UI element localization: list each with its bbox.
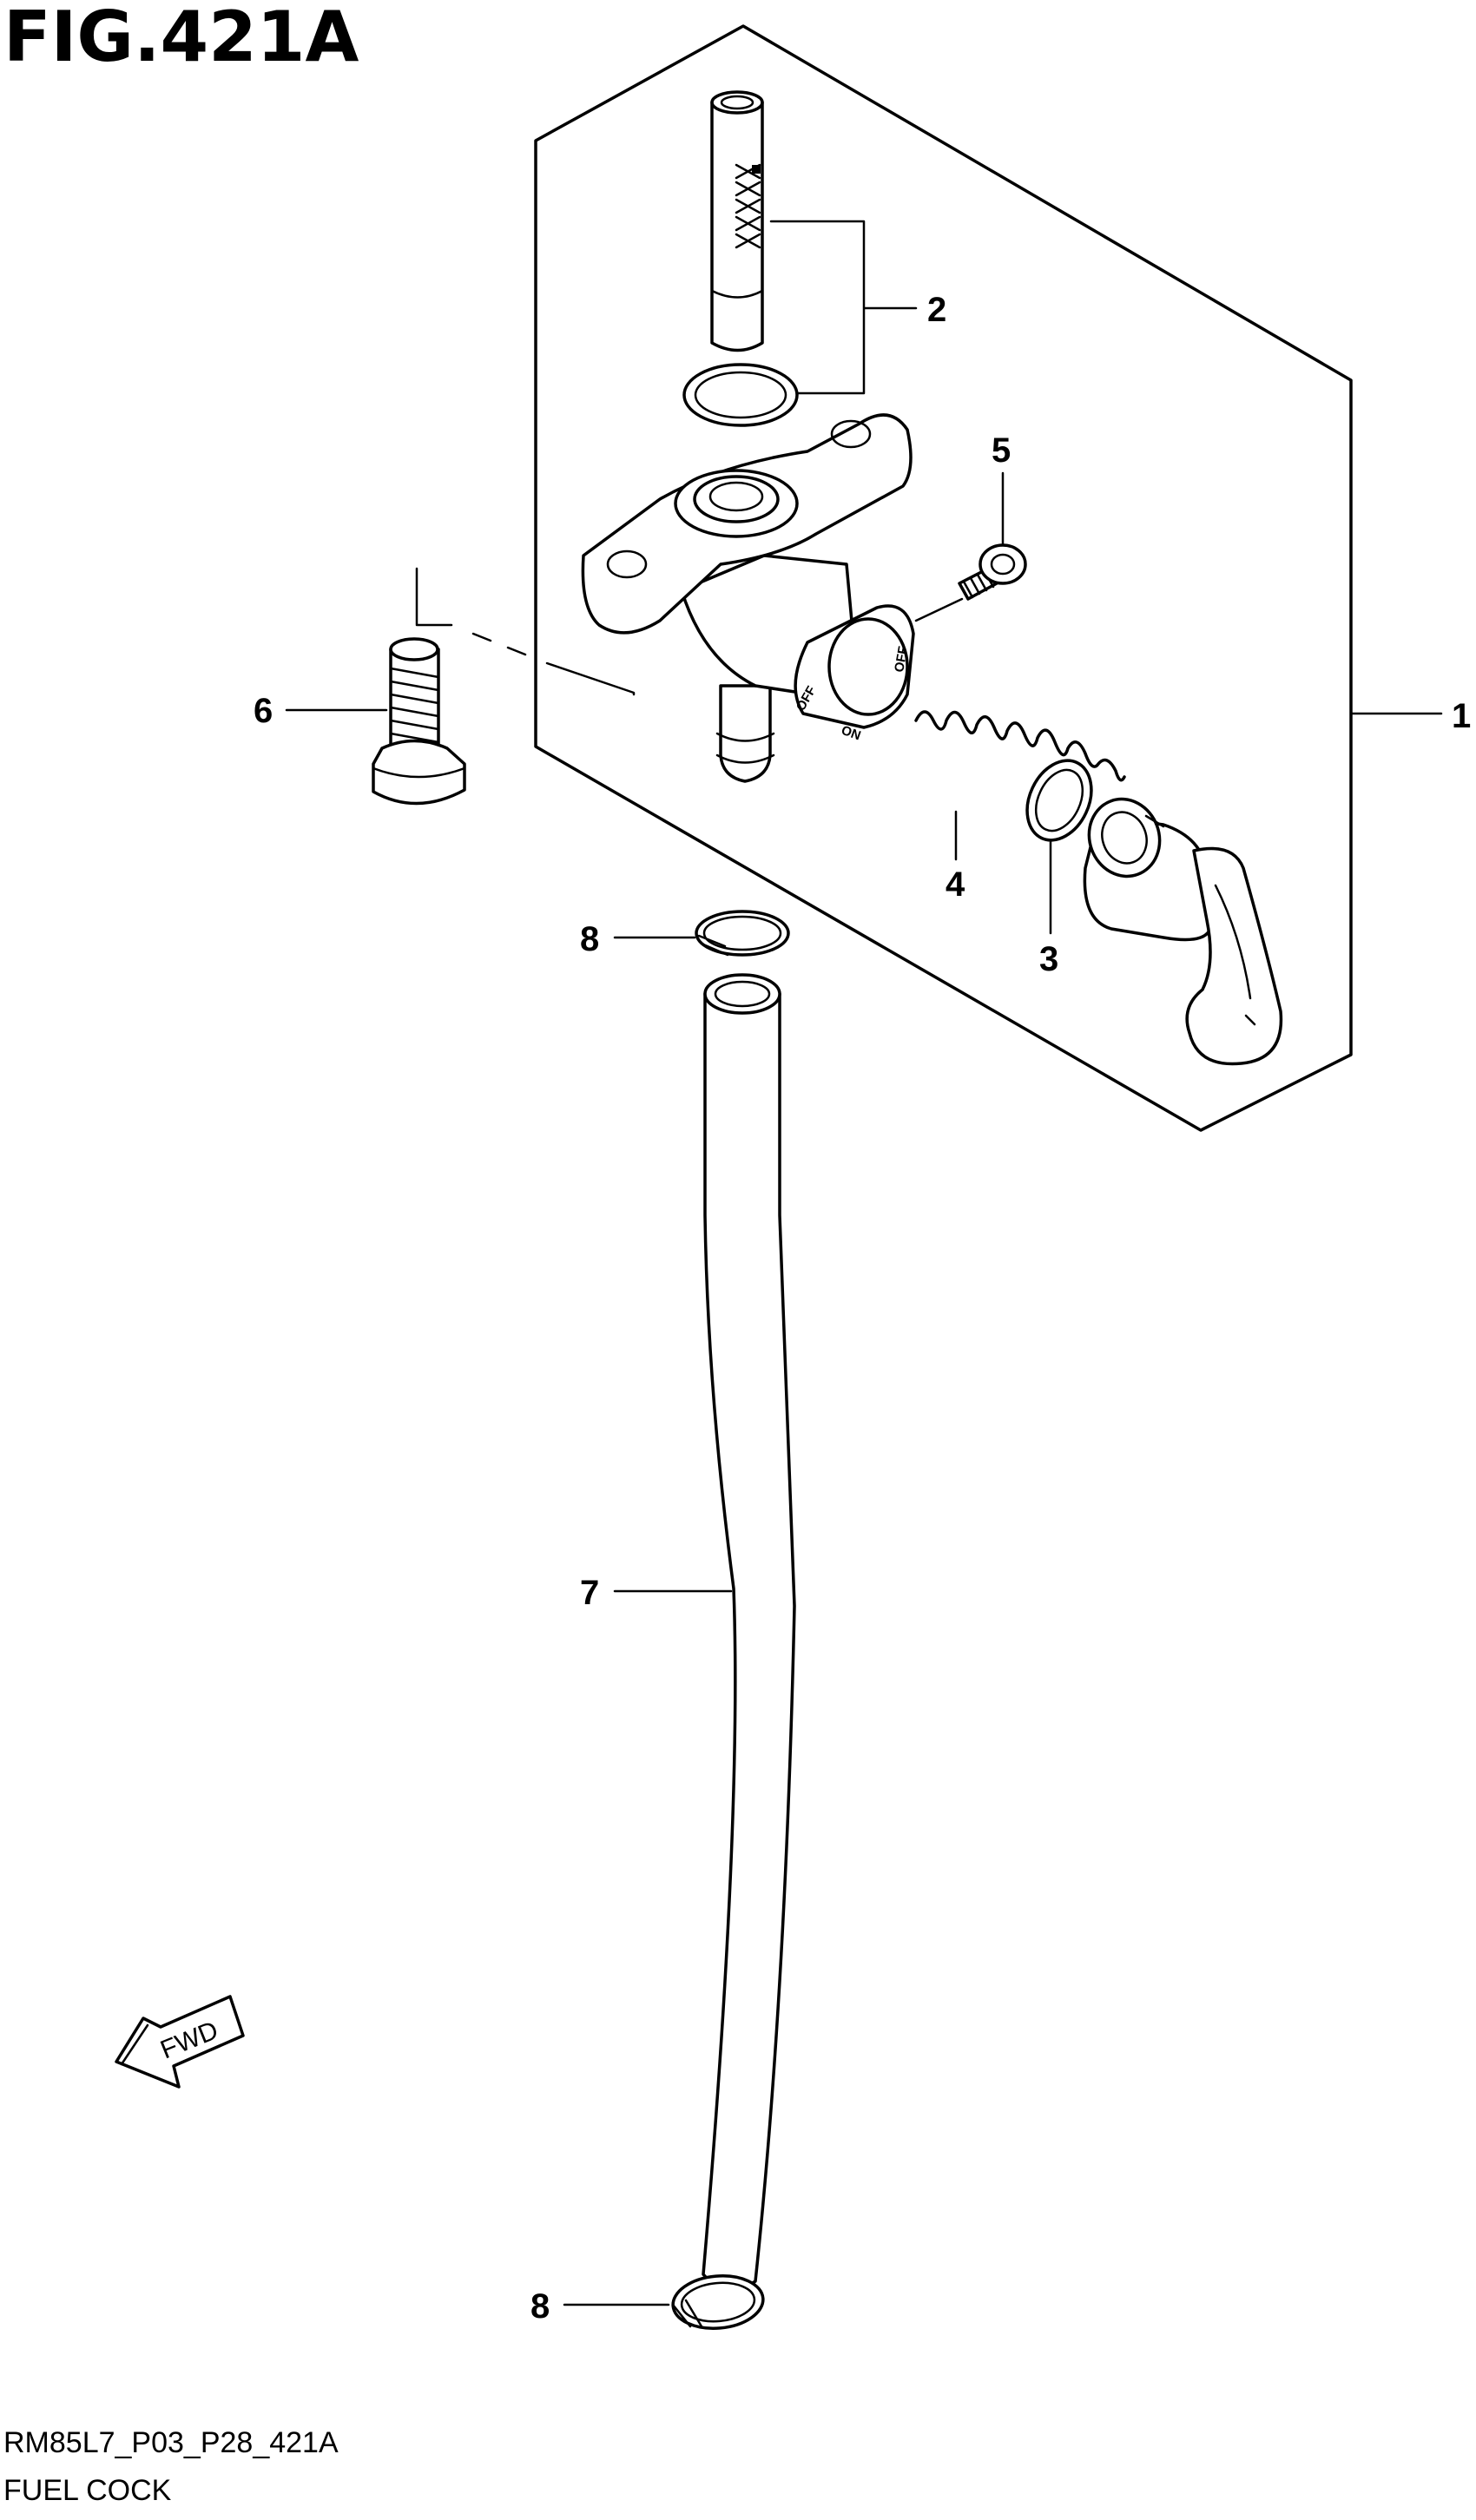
callout-7: 7 (580, 1574, 599, 1612)
part-3-o-ring[interactable] (1015, 750, 1104, 851)
bolt-alignment-line (415, 567, 636, 696)
callout-2-leader (769, 220, 918, 395)
callout-8-upper: 8 (580, 920, 599, 958)
figure-title: FIG.421A (3, 0, 359, 77)
callout-3: 3 (1039, 940, 1058, 978)
callout-8-lower: 8 (530, 2287, 550, 2326)
part-8-hose-clamp-lower[interactable] (671, 2273, 766, 2332)
callout-5: 5 (992, 431, 1011, 470)
callout-1: 1 (1452, 697, 1471, 735)
forward-direction-arrow: FWD (115, 1995, 245, 2089)
part-1-valve-lever[interactable] (1078, 789, 1283, 1066)
knob-label-off-b: OFF (892, 645, 911, 673)
part-1-fuel-cock-body[interactable]: OFF OFF ON (581, 413, 915, 783)
callout-4: 4 (946, 865, 965, 904)
part-6-bolt[interactable] (372, 637, 466, 806)
screw-alignment-line (914, 597, 964, 622)
knob-label-on: ON (840, 723, 863, 744)
part-5-screw[interactable] (958, 543, 1027, 601)
assembly-boundary (534, 24, 1353, 1132)
figure-code: RM85L7_P03_P28_421A (3, 2426, 339, 2459)
part-8-hose-clamp-upper[interactable] (695, 910, 790, 957)
part-2-fuel-filter[interactable] (710, 90, 764, 352)
figure-name: FUEL COCK (3, 2474, 172, 2507)
part-2-o-ring[interactable] (682, 363, 799, 427)
callout-6: 6 (254, 692, 273, 730)
part-7-fuel-hose[interactable] (702, 973, 796, 2292)
callout-2: 2 (927, 291, 946, 329)
part-4-spring[interactable] (914, 710, 1126, 782)
